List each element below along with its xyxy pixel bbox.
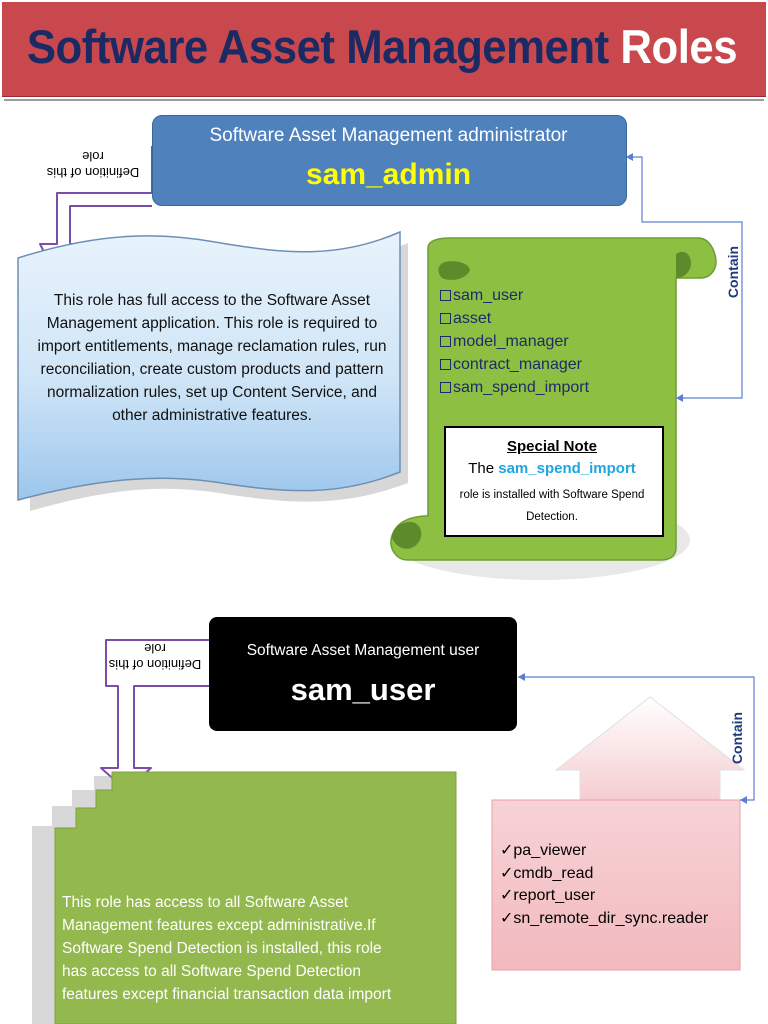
checkbox-icon	[440, 382, 451, 393]
list-item: ✓report_user	[500, 887, 596, 904]
contain-label-user: Contain	[729, 711, 745, 765]
admin-definition-label: Definition of this role	[46, 149, 140, 180]
list-item: asset	[440, 307, 589, 330]
title-accent-text: Roles	[620, 20, 738, 73]
special-note-text: role is installed with Software Spend De…	[459, 489, 645, 523]
special-note-role: sam_spend_import	[498, 460, 636, 477]
user-role-box	[209, 617, 517, 731]
list-item: model_manager	[440, 330, 589, 353]
admin-contained-roles: sam_user asset model_manager contract_ma…	[440, 284, 589, 399]
checkmark-icon: ✓	[500, 887, 514, 904]
user-description-panel	[54, 771, 457, 1024]
checkbox-icon	[440, 290, 451, 301]
checkmark-icon: ✓	[500, 842, 514, 859]
list-item: sam_user	[440, 284, 589, 307]
user-contained-roles: ✓pa_viewer ✓cmdb_read ✓report_user ✓sn_r…	[500, 840, 708, 930]
user-role-fullname: Software Asset Management user	[246, 642, 480, 659]
user-definition-label: Definition of this role	[108, 641, 202, 672]
admin-role-box	[152, 115, 627, 206]
title-main-text: Software Asset Management	[26, 20, 609, 73]
checkbox-icon	[440, 313, 451, 324]
page-title: Software Asset Management Roles	[27, 0, 738, 94]
checkbox-icon	[440, 336, 451, 347]
contain-up-arrow	[554, 696, 746, 821]
admin-role-fullname: Software Asset Management administrator	[209, 125, 568, 146]
user-role-description: This role has access to all Software Ass…	[62, 894, 392, 1003]
user-role-name: sam_user	[290, 672, 436, 707]
special-note-box	[444, 426, 664, 537]
contain-connector-admin	[626, 156, 743, 399]
list-item: ✓pa_viewer	[500, 842, 587, 859]
admin-role-name: sam_admin	[305, 158, 472, 191]
checkbox-icon	[440, 359, 451, 370]
checkmark-icon: ✓	[500, 909, 514, 927]
list-item: sam_spend_import	[440, 376, 589, 399]
special-note-line: The sam_spend_import	[468, 460, 636, 477]
user-roles-panel	[491, 799, 741, 971]
admin-role-description: This role has full access to the Softwar…	[37, 292, 387, 424]
title-banner	[2, 2, 766, 97]
list-item: contract_manager	[440, 353, 589, 376]
definition-arrow-user	[100, 639, 209, 791]
title-divider	[4, 99, 764, 101]
special-note-title: Special Note	[506, 438, 598, 455]
description-scroll	[17, 230, 401, 501]
list-item: ✓sn_remote_dir_sync.reader	[500, 909, 709, 927]
checkmark-icon: ✓	[500, 864, 514, 882]
list-item: ✓cmdb_read	[500, 864, 594, 882]
contain-label-admin: Contain	[725, 245, 741, 299]
